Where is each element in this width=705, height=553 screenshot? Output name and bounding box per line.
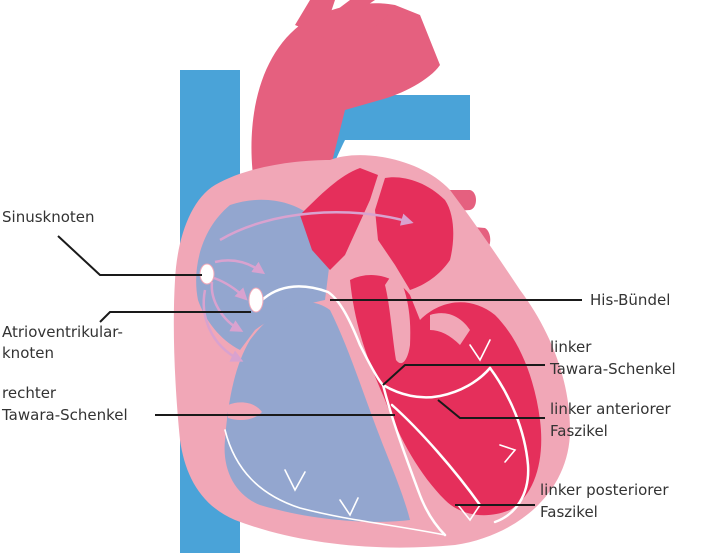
impulse-arrow-top bbox=[219, 211, 414, 242]
sinus-node bbox=[199, 263, 215, 285]
purkinje-branch-3 bbox=[499, 444, 517, 463]
left-atrium-upper bbox=[375, 177, 454, 290]
leader-av-knoten bbox=[99, 311, 251, 323]
posterior-fascicle-fiber bbox=[390, 403, 482, 507]
purkinje-branch-5 bbox=[457, 504, 481, 522]
label-linker-posterior-line1: linker posteriorer bbox=[540, 481, 669, 499]
impulse-arrow-4 bbox=[202, 289, 244, 362]
leader-sinusknoten bbox=[57, 235, 202, 276]
impulse-arrow-3 bbox=[210, 281, 244, 332]
impulse-arrow-1 bbox=[214, 259, 266, 275]
purkinje-branch-2 bbox=[339, 497, 359, 517]
label-linker-tawara-line1: linker bbox=[550, 338, 592, 356]
label-rechter-tawara-line1: rechter bbox=[2, 384, 57, 402]
left-atrium bbox=[300, 168, 378, 270]
leader-linker-anterior bbox=[437, 399, 545, 419]
label-linker-tawara-line2: Tawara-Schenkel bbox=[549, 360, 676, 378]
leader-linker-tawara bbox=[382, 364, 545, 386]
aorta-branches bbox=[295, 0, 395, 40]
av-node bbox=[248, 287, 264, 313]
right-ventricle bbox=[224, 302, 410, 522]
label-linker-anterior-line2: Faszikel bbox=[550, 422, 608, 440]
purkinje-branch-4 bbox=[469, 339, 491, 362]
label-linker-posterior-line2: Faszikel bbox=[540, 503, 598, 521]
label-av-knoten-line2: knoten bbox=[2, 344, 54, 362]
label-sinusknoten: Sinusknoten bbox=[2, 208, 95, 226]
bundle-of-his-fiber bbox=[255, 285, 385, 387]
left-bundle-fiber bbox=[381, 366, 492, 399]
right-bundle-fiber bbox=[381, 383, 447, 537]
mitral-valve bbox=[385, 270, 411, 364]
label-rechter-tawara-line2: Tawara-Schenkel bbox=[1, 406, 128, 424]
inner-purkinje-fiber bbox=[224, 429, 446, 536]
label-his-buendel: His-Bündel bbox=[590, 291, 670, 309]
aorta bbox=[251, 3, 440, 191]
label-linker-anterior-line1: linker anteriorer bbox=[550, 400, 672, 418]
impulse-arrow-2 bbox=[213, 276, 248, 301]
outer-purkinje-fiber bbox=[488, 366, 530, 524]
valve-leaflet bbox=[430, 313, 470, 345]
label-av-knoten-line1: Atrioventrikular- bbox=[2, 323, 123, 341]
purkinje-branch-1 bbox=[284, 469, 306, 492]
